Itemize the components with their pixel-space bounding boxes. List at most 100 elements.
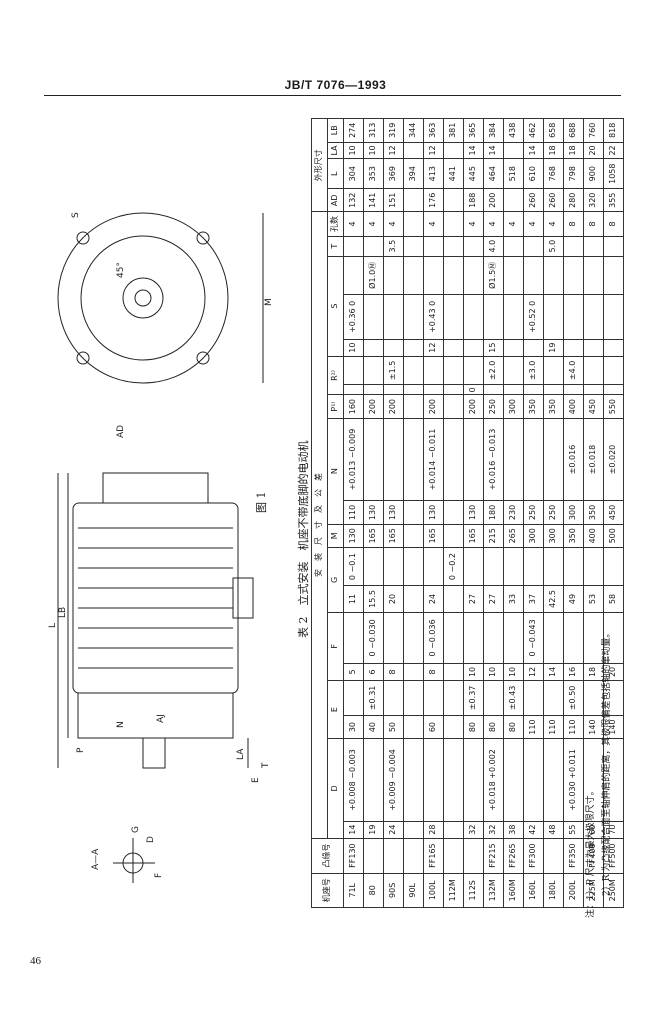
table-cell: 304	[343, 158, 364, 189]
table-cell	[583, 339, 604, 357]
th-group-outline: 外形尺寸	[311, 118, 328, 212]
table-cell: 110	[343, 500, 364, 525]
table-cell: 200	[463, 394, 484, 419]
table-cell: 6	[363, 663, 384, 681]
table-cell: 658	[543, 118, 564, 143]
table-cell: 8	[383, 663, 404, 681]
table-cell	[403, 612, 424, 664]
table-cell	[443, 294, 464, 340]
table-cell: 768	[543, 158, 564, 189]
table-cell	[443, 211, 464, 237]
table-cell: 688	[563, 118, 584, 143]
label-section: A—A	[91, 848, 101, 870]
table-cell	[423, 738, 444, 822]
table-cell	[463, 256, 484, 295]
table-cell: 14	[543, 663, 564, 681]
table-cell: 130	[343, 524, 364, 548]
table-cell: 450	[583, 394, 604, 419]
table-cell	[543, 356, 564, 385]
table-cell: 344	[403, 118, 424, 143]
table-cell: FF350	[563, 838, 584, 874]
table-cell: ±0.37	[463, 680, 484, 716]
motor-body	[72, 502, 239, 694]
table-cell	[443, 418, 464, 501]
table-cell: 320	[583, 188, 604, 212]
table-cell	[343, 256, 364, 295]
table-cell: 518	[503, 158, 524, 189]
table-cell: +0.016 −0.013	[483, 418, 504, 501]
table-cell: 141	[363, 188, 384, 212]
table-cell	[583, 294, 604, 340]
table-cell: 50	[383, 715, 404, 739]
table-cell: 24	[383, 821, 404, 839]
table-cell: 130	[363, 500, 384, 525]
table-cell: 12	[423, 339, 444, 357]
table-cell	[383, 838, 404, 874]
table-cell: 300	[523, 524, 544, 548]
table-cell: 200	[483, 188, 504, 212]
table-cell: 14	[343, 821, 364, 839]
table-cell	[583, 384, 604, 395]
th-r: R²⁾	[327, 356, 344, 395]
table-cell: 112S	[463, 873, 484, 908]
table-cell: 71L	[343, 873, 364, 908]
table-cell: ±0.018	[583, 418, 604, 501]
table-cell: 274	[343, 118, 364, 143]
table-cell: 4	[363, 211, 384, 237]
table-cell	[403, 384, 424, 395]
table-cell	[603, 236, 624, 257]
table-cell: 48	[543, 821, 564, 839]
table-cell: 300	[543, 524, 564, 548]
table-cell: 550	[603, 394, 624, 419]
table-cell	[343, 356, 364, 385]
table-cell: 4	[423, 211, 444, 237]
table-cell: 151	[383, 188, 404, 212]
table-cell: 8	[563, 211, 584, 237]
table-cell	[583, 356, 604, 385]
table-cell: 381	[443, 118, 464, 143]
table-cell	[603, 384, 624, 395]
table-cell	[423, 680, 444, 716]
table-cell	[523, 384, 544, 395]
table-cell	[503, 547, 524, 586]
table-cell	[403, 356, 424, 385]
table-cell: FF130	[343, 838, 364, 874]
th-frame: 机座号	[311, 873, 344, 908]
table-cell	[403, 142, 424, 159]
table-cell: 350	[543, 394, 564, 419]
table-cell: 15	[483, 339, 504, 357]
table-cell: 5	[343, 663, 364, 681]
table-cell: 4	[383, 211, 404, 237]
table-cell	[543, 738, 564, 822]
table-cell	[363, 738, 384, 822]
table-cell	[523, 738, 544, 822]
table-cell: 160	[343, 394, 364, 419]
table-cell	[403, 838, 424, 874]
table-cell: FF265	[503, 838, 524, 874]
table-cell	[443, 821, 464, 839]
table-cell	[523, 236, 544, 257]
table-cell	[603, 256, 624, 295]
table-cell	[543, 294, 564, 340]
table-cell: 462	[523, 118, 544, 143]
table-cell: 165	[423, 524, 444, 548]
table-cell: 80	[463, 715, 484, 739]
table-cell	[443, 142, 464, 159]
table-cell: 11	[343, 585, 364, 613]
standard-header: JB/T 7076—1993	[284, 78, 387, 92]
table-cell	[443, 394, 464, 419]
figure-caption: 图 1	[255, 491, 268, 514]
flange-end-view	[57, 212, 229, 384]
th-d: D	[327, 738, 344, 839]
table-cell: 28	[423, 821, 444, 839]
table-cell: ±3.0	[523, 356, 544, 385]
table-cell: 250	[483, 394, 504, 419]
table-cell	[503, 256, 524, 295]
table-cell: ±2.0	[483, 356, 504, 385]
table-cell: 610	[523, 158, 544, 189]
svg-text:D: D	[146, 836, 156, 843]
table-cell: 55	[563, 821, 584, 839]
table-cell	[463, 339, 484, 357]
